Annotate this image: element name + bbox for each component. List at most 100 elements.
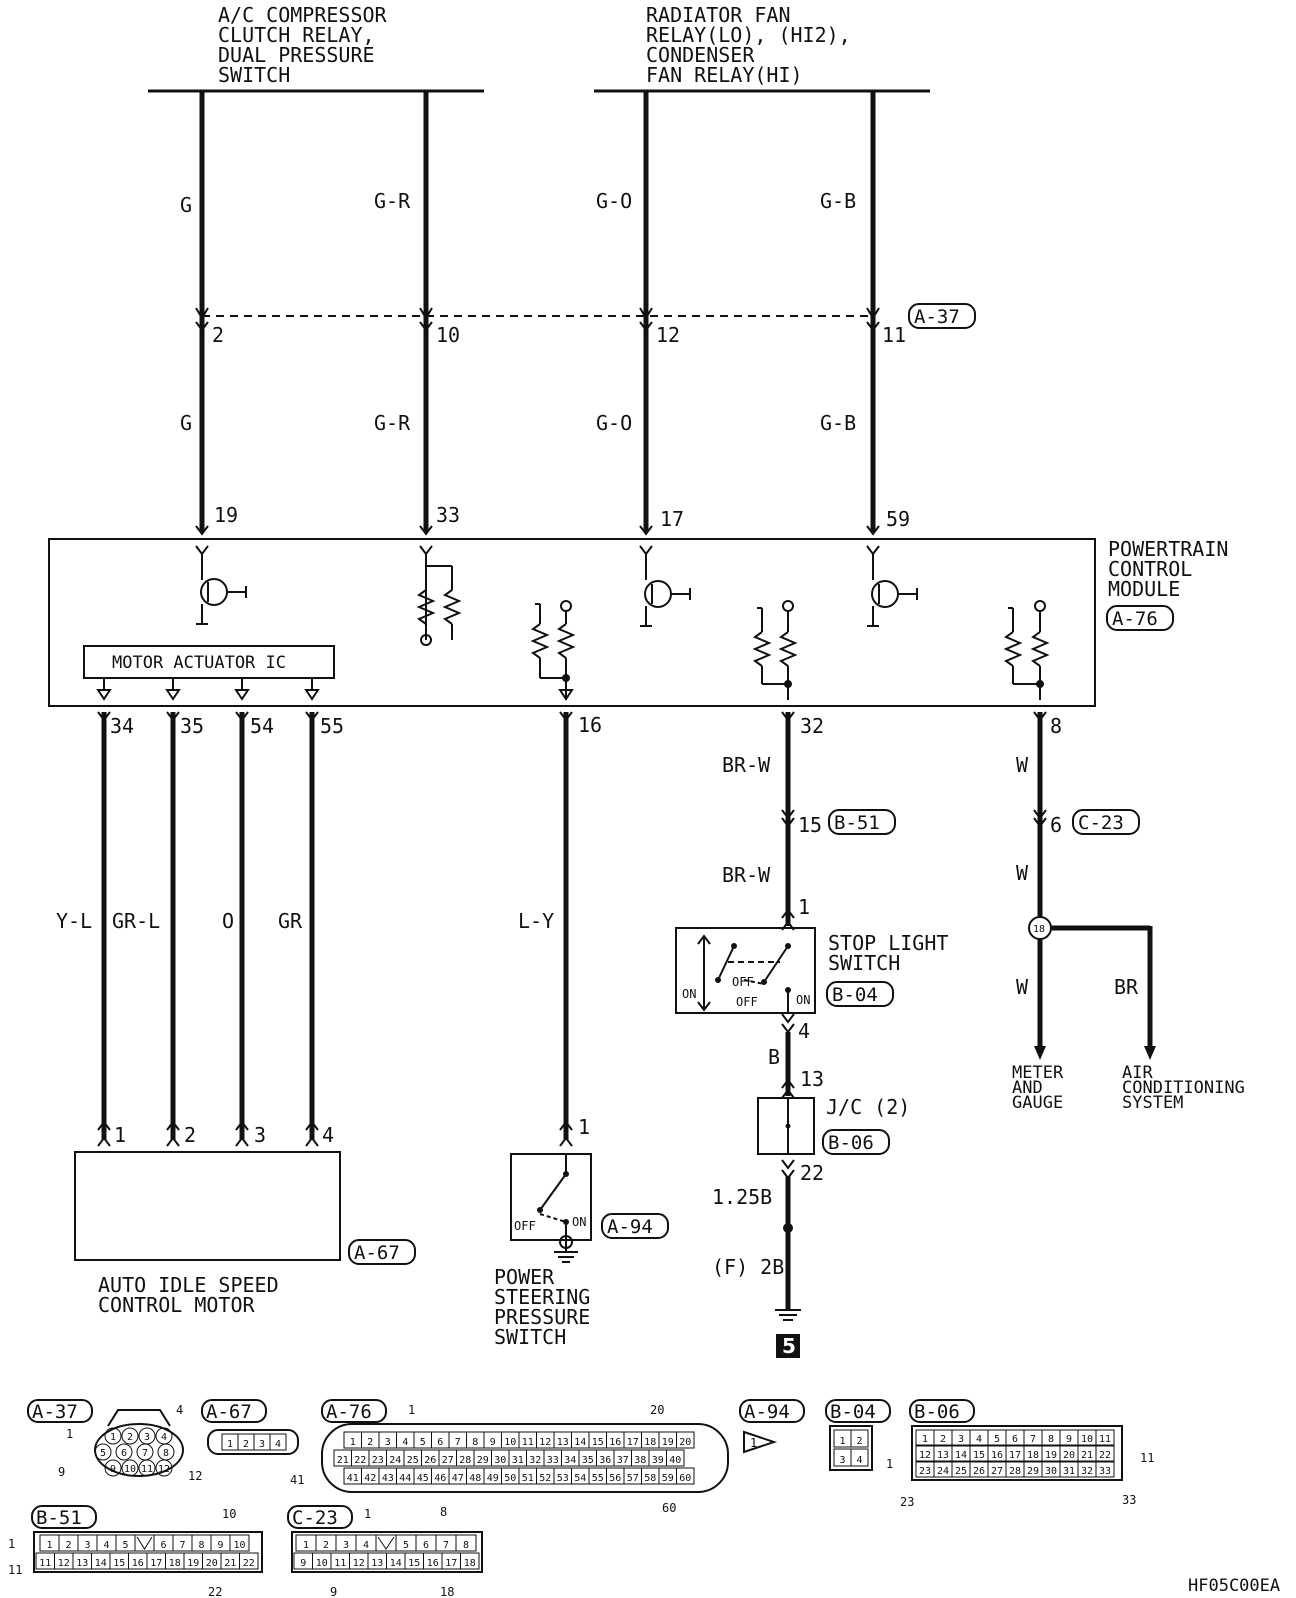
pin-number: 22 (1099, 1450, 1111, 1461)
stop-light-lower-wire: 4 B 13 (768, 1013, 824, 1099)
svg-text:SWITCH: SWITCH (828, 951, 900, 975)
pin-number: 10 (124, 1464, 136, 1475)
pin-number: 2 (367, 1437, 373, 1448)
svg-text:A-94: A-94 (607, 1216, 653, 1238)
pin-number: 5 (420, 1437, 426, 1448)
pin-number: 12 (58, 1558, 70, 1569)
pin-cell (115, 1443, 133, 1461)
ps-switch-code: A-94 (601, 1213, 669, 1239)
pin-number: 4 (103, 1540, 109, 1551)
pin-number: 42 (364, 1473, 376, 1484)
radiator-fan-label: RADIATOR FAN RELAY(LO), (HI2), CONDENSER… (646, 3, 851, 87)
connector-view-a94: A-94 1 (739, 1399, 805, 1454)
pin-number: 20 (206, 1558, 218, 1569)
upper-wire-1: G 2 G 19 (180, 91, 238, 532)
ac-relay-label: A/C COMPRESSOR CLUTCH RELAY, DUAL PRESSU… (218, 3, 388, 87)
pin-number: 49 (487, 1473, 499, 1484)
svg-text:W: W (1016, 975, 1029, 999)
pin-number: 4 (275, 1439, 281, 1450)
upper-wire-4: G-B 11 G-B 59 (820, 91, 910, 532)
svg-text:B-51: B-51 (36, 1507, 82, 1529)
pin-cell (850, 1429, 869, 1448)
svg-text:32: 32 (800, 714, 824, 738)
pcm-box (48, 538, 1096, 707)
pin-number: 23 (372, 1455, 384, 1466)
upper-wire-2: G-R 10 G-R 33 (374, 91, 460, 532)
ps-switch-wire: 16 L-Y 1 (518, 711, 602, 1147)
svg-text:GR: GR (278, 909, 303, 933)
pin-number: 10 (1081, 1434, 1093, 1445)
svg-text:G-O: G-O (596, 411, 632, 435)
pin-cell (94, 1443, 112, 1461)
ac-system-label: AIR CONDITIONING SYSTEM (1122, 1063, 1245, 1113)
pin-number: 10 (316, 1558, 328, 1569)
pin-number: 6 (1012, 1434, 1018, 1445)
pin-number: 19 (187, 1558, 199, 1569)
motor-wire-3: 54 O 3 (222, 711, 274, 1147)
pin-number: 11 (522, 1437, 534, 1448)
pin-number: 25 (407, 1455, 419, 1466)
pin-number: 2 (127, 1432, 133, 1443)
pin-number: 50 (504, 1473, 516, 1484)
pin-number: 17 (627, 1437, 639, 1448)
pin-number: 28 (1009, 1466, 1021, 1477)
transistor-symbol-59 (866, 545, 918, 627)
pin-cell (455, 1534, 477, 1552)
pin-number: 15 (408, 1558, 420, 1569)
key-notch (136, 1536, 153, 1550)
pin-number: 22 (354, 1455, 366, 1466)
pin-number: 18 (169, 1558, 181, 1569)
svg-text:54: 54 (250, 714, 274, 738)
pin-number: 19 (662, 1437, 674, 1448)
pin-number: 23 (919, 1466, 931, 1477)
pin-number: 3 (343, 1540, 349, 1551)
svg-text:B-06: B-06 (828, 1132, 874, 1154)
pin-number: 16 (132, 1558, 144, 1569)
pin-number: 48 (469, 1473, 481, 1484)
svg-text:1: 1 (750, 1436, 757, 1450)
pin-number: 17 (1009, 1450, 1021, 1461)
svg-text:MODULE: MODULE (1108, 577, 1180, 601)
svg-text:11: 11 (8, 1563, 22, 1577)
svg-text:STOP LIGHT: STOP LIGHT (828, 931, 948, 955)
pin-number: 4 (976, 1434, 982, 1445)
svg-text:L-Y: L-Y (518, 909, 554, 933)
svg-text:1: 1 (66, 1427, 73, 1441)
pin-number: 1 (46, 1540, 52, 1551)
pin-number: 6 (121, 1448, 127, 1459)
pin-cell (676, 1467, 695, 1485)
pin-number: 33 (547, 1455, 559, 1466)
svg-text:20: 20 (650, 1403, 664, 1417)
svg-text:17: 17 (660, 507, 684, 531)
pcm-input-arrows (195, 525, 880, 536)
svg-text:4: 4 (322, 1123, 334, 1147)
svg-text:A/C COMPRESSOR: A/C COMPRESSOR (218, 3, 388, 27)
pin-number: 11 (1099, 1434, 1111, 1445)
svg-text:9: 9 (58, 1465, 65, 1479)
svg-text:19: 19 (214, 503, 238, 527)
pin-number: 9 (110, 1464, 116, 1475)
pin-number: 8 (472, 1437, 478, 1448)
pin-number: 2 (243, 1439, 249, 1450)
svg-text:9: 9 (330, 1585, 337, 1598)
transistor-symbol-17 (639, 545, 691, 627)
pin-number: 21 (1081, 1450, 1093, 1461)
pin-number: 29 (477, 1455, 489, 1466)
svg-text:A-37: A-37 (32, 1401, 78, 1423)
figure-code: HF05C00EA (1188, 1576, 1280, 1596)
svg-text:BR-W: BR-W (722, 863, 771, 887)
pin-number: 24 (389, 1455, 401, 1466)
svg-text:OFF: OFF (514, 1219, 536, 1233)
svg-text:22: 22 (800, 1161, 824, 1185)
motor-wire-2: 35 GR-L 2 (112, 711, 204, 1147)
resistor-symbol-32 (752, 600, 798, 700)
transistor-symbol-1 (195, 545, 247, 625)
pin-number: 58 (644, 1473, 656, 1484)
pin-number: 5 (403, 1540, 409, 1551)
key-notch (377, 1536, 395, 1550)
svg-text:4: 4 (798, 1019, 810, 1043)
pin-number: 20 (679, 1437, 691, 1448)
